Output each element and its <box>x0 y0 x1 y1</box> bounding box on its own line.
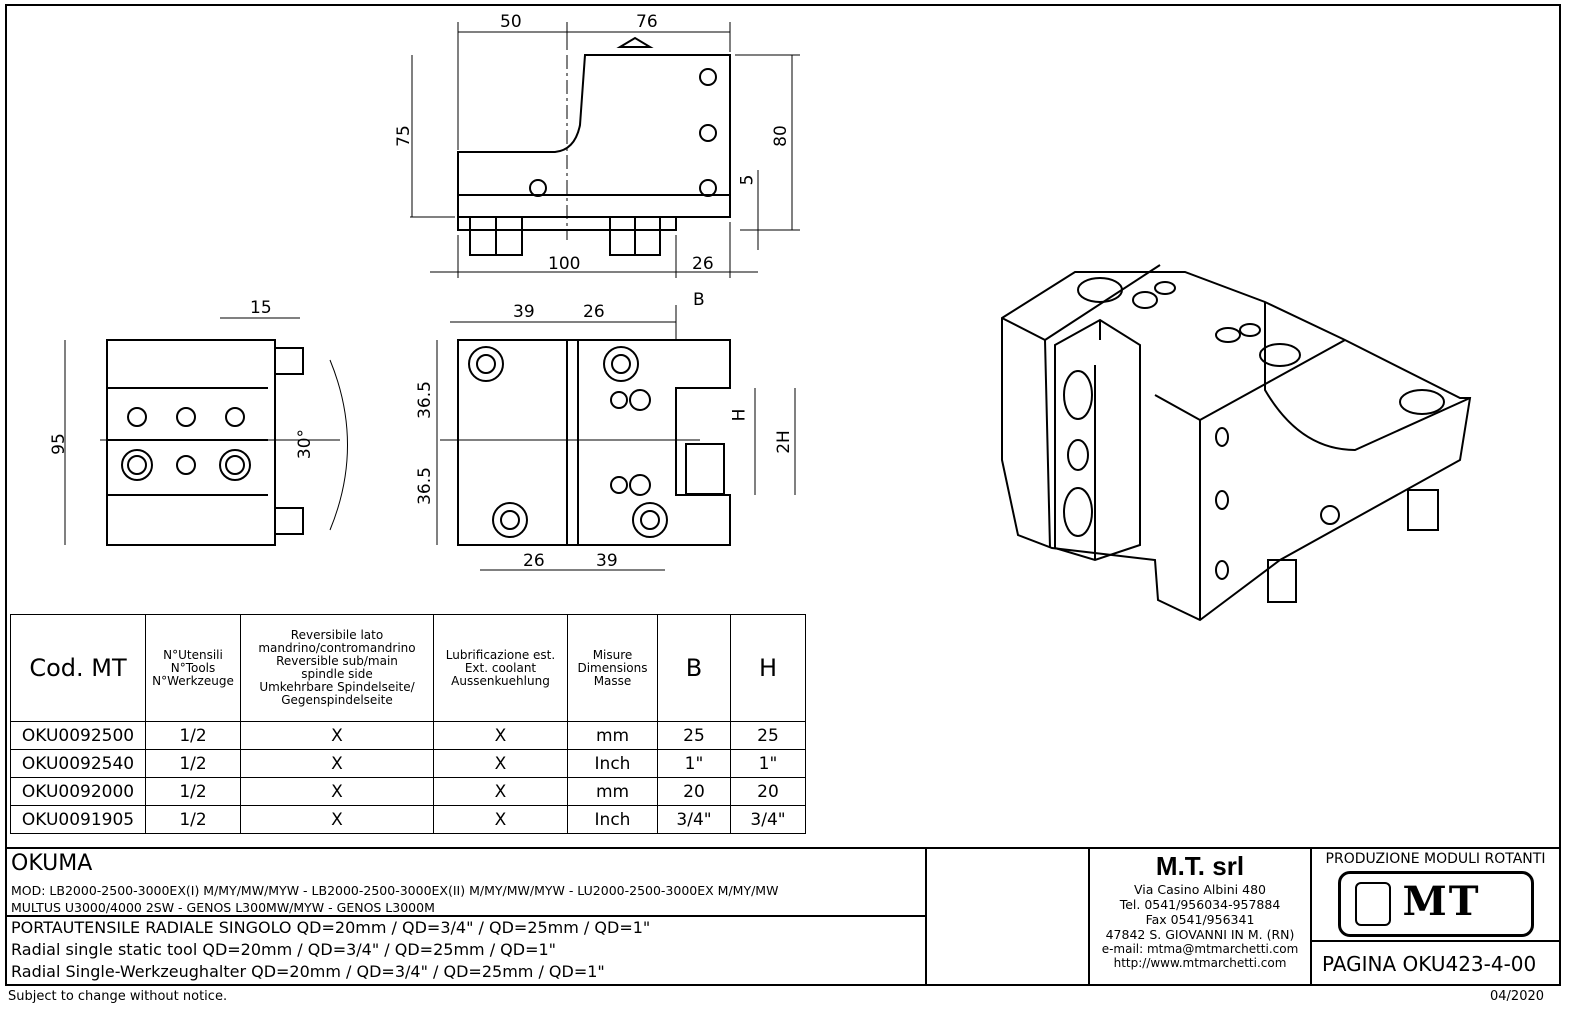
cell: X <box>433 749 568 778</box>
company-city: 47842 S. GIOVANNI IN M. (RN) <box>1105 927 1295 942</box>
cell: OKU0092000 <box>10 777 146 806</box>
front-view <box>436 305 796 571</box>
spec-table: Cod. MT N°Utensili N°Tools N°Werkzeuge R… <box>10 614 806 834</box>
description-en: Radial single static tool QD=20mm / QD=3… <box>11 940 557 959</box>
cell: X <box>240 749 434 778</box>
page-code: PAGINA OKU423-4-00 <box>1322 952 1537 976</box>
dim-label: 50 <box>500 12 522 32</box>
col-header: N°Utensili N°Tools N°Werkzeuge <box>145 614 241 722</box>
company-website: http://www.mtmarchetti.com <box>1113 956 1287 970</box>
side-view <box>64 317 348 546</box>
cell: mm <box>567 777 658 806</box>
dim-label: 36.5 <box>414 467 435 505</box>
cell: Inch <box>567 805 658 834</box>
cell: OKU0092500 <box>10 721 146 750</box>
dim-label: H <box>729 408 750 422</box>
dim-label: 5 <box>737 174 758 186</box>
dim-label: 2H <box>773 430 794 454</box>
table-header-row: Cod. MT N°Utensili N°Tools N°Werkzeuge R… <box>10 614 806 722</box>
cell: 3/4" <box>657 805 731 834</box>
revision-date: 04/2020 <box>1490 989 1545 1004</box>
production-label: PRODUZIONE MODULI ROTANTI <box>1325 851 1546 867</box>
description-it: PORTAUTENSILE RADIALE SINGOLO QD=20mm / … <box>11 918 651 937</box>
cell: 20 <box>730 777 806 806</box>
logo-text: MT <box>1402 878 1481 925</box>
models-box: OKUMA MOD: LB2000-2500-3000EX(I) M/MY/MW… <box>5 847 927 917</box>
description-de: Radial Single-Werkzeughalter QD=20mm / Q… <box>11 962 605 981</box>
dim-label: 26 <box>583 302 605 322</box>
cell: OKU0092540 <box>10 749 146 778</box>
company-box: M.T. srl Via Casino Albini 480 Tel. 0541… <box>1088 847 1312 986</box>
page-box: PAGINA OKU423-4-00 <box>1310 940 1561 986</box>
cell: X <box>240 777 434 806</box>
change-notice: Subject to change without notice. <box>8 989 228 1004</box>
models-line: MOD: LB2000-2500-3000EX(I) M/MY/MW/MYW -… <box>11 883 779 898</box>
top-view <box>410 22 800 278</box>
cell: 1" <box>730 749 806 778</box>
cell: 1/2 <box>145 721 241 750</box>
col-header: B <box>657 614 731 722</box>
company-email: e-mail: mtma@mtmarchetti.com <box>1101 942 1299 956</box>
company-fax: Fax 0541/956341 <box>1145 912 1255 927</box>
cell: X <box>433 721 568 750</box>
company-address: Via Casino Albini 480 <box>1134 882 1266 897</box>
cell: X <box>240 805 434 834</box>
cell: 1" <box>657 749 731 778</box>
col-header: Cod. MT <box>10 614 146 722</box>
rotary-module-icon <box>1354 882 1391 926</box>
cell: X <box>433 805 568 834</box>
cell: 25 <box>730 721 806 750</box>
cell: 20 <box>657 777 731 806</box>
dim-label: B <box>693 290 705 310</box>
company-name: M.T. srl <box>1155 851 1245 881</box>
dim-label: 80 <box>770 125 791 147</box>
cell: X <box>240 721 434 750</box>
dim-label: 75 <box>393 125 414 147</box>
cell: 1/2 <box>145 749 241 778</box>
cell: 25 <box>657 721 731 750</box>
dim-label: 26 <box>692 254 714 274</box>
dim-label: 76 <box>636 12 658 32</box>
col-header: H <box>730 614 806 722</box>
blank-box <box>925 847 1090 986</box>
production-box: PRODUZIONE MODULI ROTANTI MT <box>1310 847 1561 942</box>
cell: OKU0091905 <box>10 805 146 834</box>
dim-label: 39 <box>513 302 535 322</box>
dim-label: 30° <box>295 428 316 460</box>
mt-logo: MT <box>1337 871 1534 937</box>
cell: mm <box>567 721 658 750</box>
company-phone: Tel. 0541/956034-957884 <box>1119 897 1281 912</box>
col-header: Misure Dimensions Masse <box>567 614 658 722</box>
dim-label: 15 <box>250 298 272 318</box>
dim-label: 95 <box>48 433 69 455</box>
cell: 3/4" <box>730 805 806 834</box>
cell: Inch <box>567 749 658 778</box>
cell: 1/2 <box>145 805 241 834</box>
col-header: Lubrificazione est. Ext. coolant Aussenk… <box>433 614 568 722</box>
col-header: Reversibile lato mandrino/contromandrino… <box>240 614 434 722</box>
models-line: MULTUS U3000/4000 2SW - GENOS L300MW/MYW… <box>11 900 435 915</box>
dim-label: 26 <box>523 551 545 571</box>
description-box: PORTAUTENSILE RADIALE SINGOLO QD=20mm / … <box>5 915 927 986</box>
cell: X <box>433 777 568 806</box>
dim-label: 39 <box>596 551 618 571</box>
dim-label: 100 <box>548 254 581 274</box>
isometric-view <box>1001 264 1472 622</box>
dim-label: 36.5 <box>414 381 435 419</box>
brand-name: OKUMA <box>11 851 93 876</box>
cell: 1/2 <box>145 777 241 806</box>
